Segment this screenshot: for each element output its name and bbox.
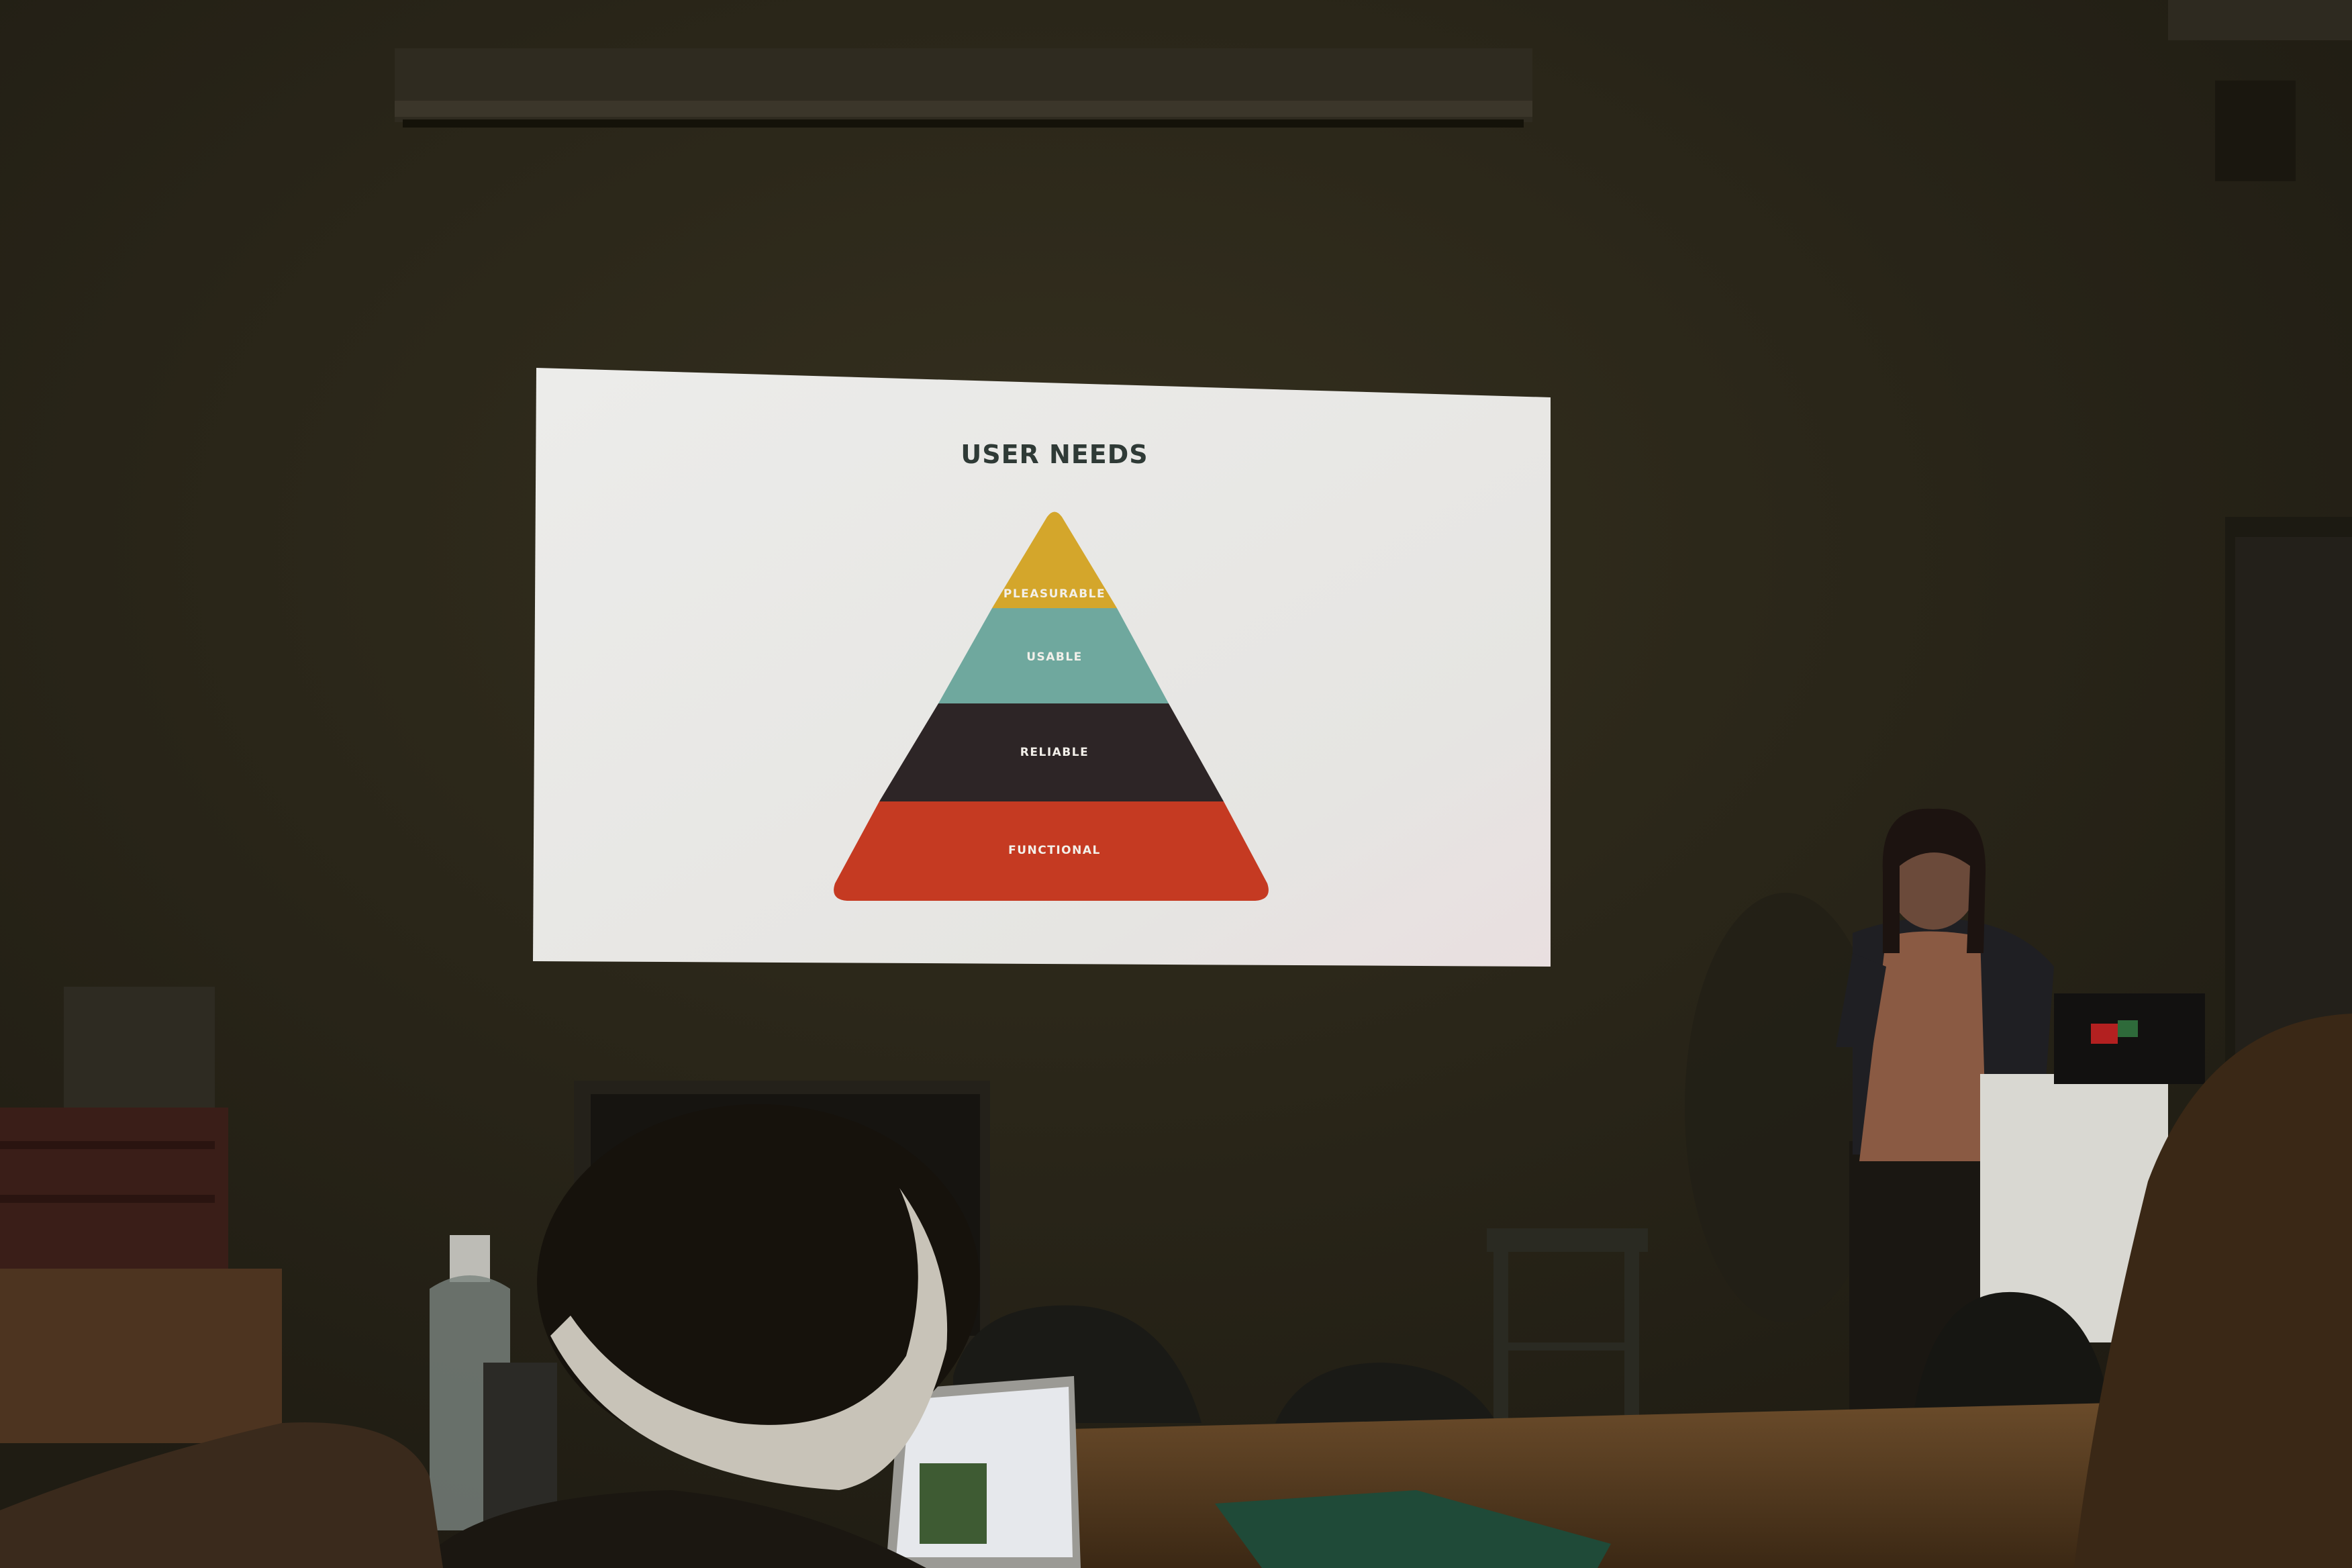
pyramid-label-reliable: RELIABLE — [1020, 746, 1089, 759]
table-left — [0, 1269, 282, 1443]
pyramid-tier-reliable — [879, 703, 1224, 801]
pyramid-tier-pleasurable — [992, 511, 1117, 608]
audience-member-right — [2074, 1014, 2352, 1568]
presenter-hair — [1882, 808, 1986, 953]
stool — [1487, 1228, 1648, 1423]
user-needs-pyramid: PLEASURABLE USABLE RELIABLE FUNCTIONAL — [834, 511, 1269, 901]
presenter-shadow — [1685, 893, 1886, 1322]
ceiling-vent — [2168, 0, 2352, 181]
audience-laptop — [886, 1376, 1081, 1568]
pyramid-label-functional: FUNCTIONAL — [1008, 844, 1101, 857]
pyramid-tier-usable — [938, 608, 1169, 703]
patterned-scarf — [0, 1422, 443, 1568]
presenter-arm — [1836, 953, 1886, 1047]
projected-slide: USER NEEDS PLEASURABLE USABLE RELIABLE F… — [533, 368, 1551, 967]
left-cabinet — [0, 987, 228, 1269]
slide-title: USER NEEDS — [961, 440, 1148, 469]
audience-member — [0, 1104, 980, 1568]
audience-head — [537, 1104, 980, 1460]
screen-housing — [395, 48, 1532, 128]
presenter — [1836, 808, 2054, 1410]
door-panel — [2235, 537, 2352, 1067]
pyramid-tier-functional — [834, 801, 1269, 901]
presenter-top — [1859, 931, 1987, 1161]
pyramid-label-usable: USABLE — [1026, 650, 1083, 664]
green-folder — [1215, 1490, 1611, 1568]
pyramid-label-pleasurable: PLEASURABLE — [1003, 587, 1106, 601]
headband — [550, 1188, 948, 1490]
